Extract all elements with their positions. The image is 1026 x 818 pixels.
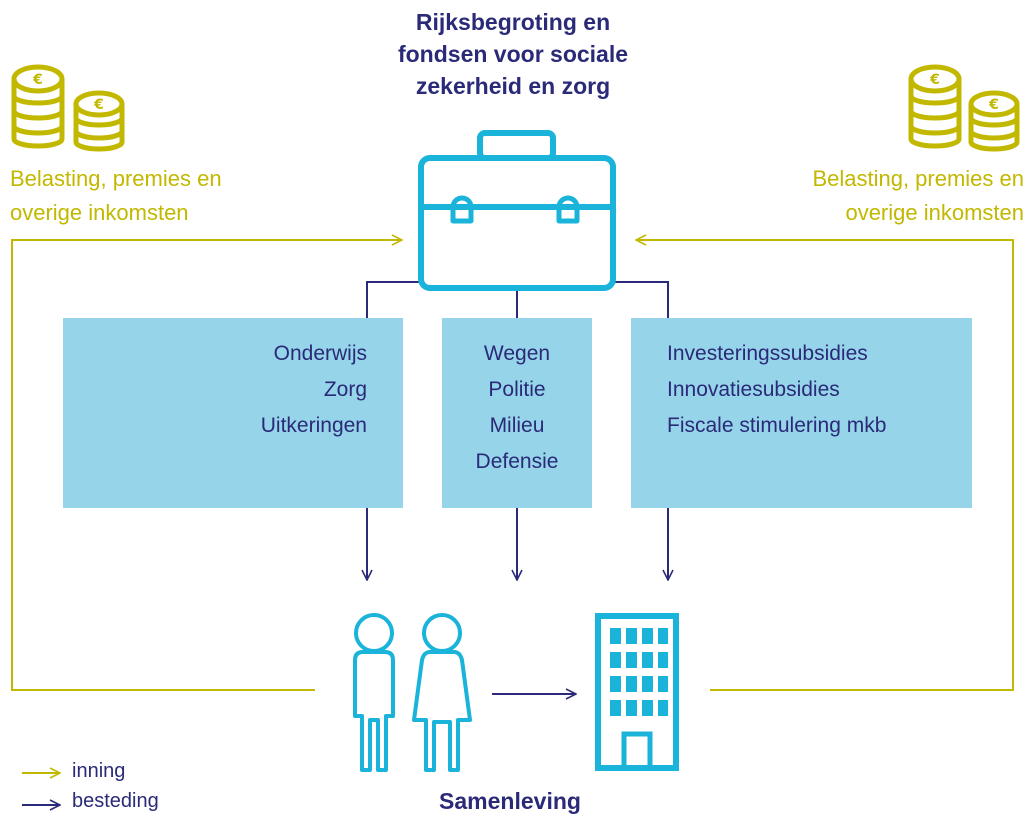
society-label: Samenleving: [439, 788, 581, 814]
coins-icon-right: [908, 64, 1020, 152]
man-icon: [353, 613, 395, 772]
euro-icon: €: [93, 97, 104, 113]
income-label-right: Belasting, premies en overige inkomsten: [722, 162, 1024, 230]
spending-item: Milieu: [489, 414, 545, 437]
title-line: zekerheid en zorg: [415, 73, 611, 99]
spending-item: Politie: [488, 378, 546, 401]
spending-item: Fiscale stimulering mkb: [667, 414, 887, 437]
income-label-line: overige inkomsten: [10, 200, 189, 225]
briefcase-icon: [418, 130, 616, 291]
spending-item: Zorg: [323, 378, 367, 401]
euro-symbols-right: € €: [929, 72, 999, 113]
diagram-title: Rijksbegroting en fondsen voor sociale z…: [340, 6, 686, 102]
euro-symbols-left: € €: [32, 72, 104, 113]
office-building-icon: [595, 613, 679, 771]
spending-arrows: [367, 508, 668, 580]
income-arrow-left: [11, 240, 402, 691]
income-label-line: Belasting, premies en: [10, 166, 222, 191]
euro-icon: €: [32, 72, 43, 88]
euro-icon: €: [988, 97, 999, 113]
income-label-line: Belasting, premies en: [812, 166, 1024, 191]
spending-item: Investeringssubsidies: [667, 342, 868, 365]
spending-box-public: Wegen Politie Milieu Defensie: [442, 318, 592, 508]
legend-inning-label: inning: [72, 760, 126, 782]
legend-besteding-label: besteding: [72, 790, 159, 812]
title-line: Rijksbegroting en: [415, 9, 611, 35]
spending-connectors: [366, 281, 669, 318]
woman-icon: [412, 613, 472, 772]
spending-item: Defensie: [475, 450, 559, 473]
income-label-line: overige inkomsten: [845, 200, 1024, 225]
spending-box-social: Onderwijs Zorg Uitkeringen: [63, 318, 403, 508]
coins-icon-left: [11, 64, 125, 152]
title-line: fondsen voor sociale: [397, 41, 629, 67]
euro-icon: €: [929, 72, 940, 88]
spending-box-business: Investeringssubsidies Innovatiesubsidies…: [631, 318, 972, 508]
spending-item: Onderwijs: [273, 342, 367, 365]
spending-item: Wegen: [483, 342, 551, 365]
spending-item: Innovatiesubsidies: [667, 378, 840, 401]
income-arrow-right: [636, 240, 1014, 691]
spending-item: Uitkeringen: [260, 414, 367, 437]
income-label-left: Belasting, premies en overige inkomsten: [10, 162, 222, 230]
